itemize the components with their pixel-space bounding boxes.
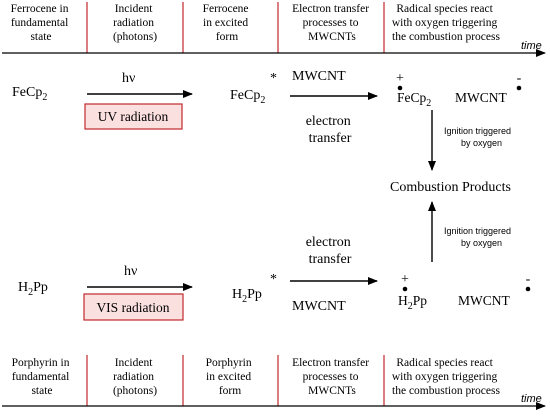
porphyrin-photon-label: hν xyxy=(124,264,137,279)
bottom-col-4-header: Electron transfer processes to MWCNTs xyxy=(292,357,372,397)
porphyrin-plus-sign: + xyxy=(401,272,409,287)
porphyrin-minus-sign: - xyxy=(526,272,531,287)
ferrocene-path: FeCp2 hν UV radiation FeCp2 * MWCNT elec… xyxy=(12,69,522,171)
top-col-1-header: Ferrocene in fundamental state xyxy=(11,3,72,43)
porphyrin-mwcnt-below: MWCNT xyxy=(292,299,346,314)
top-col-3-header: Ferrocene in excited form xyxy=(203,3,252,43)
ferrocene-photon-label: hν xyxy=(122,71,135,86)
porphyrin-ignition-note: Ignition triggered by oxygen xyxy=(444,226,514,248)
bottom-col-5-header: Radical species react with oxygen trigge… xyxy=(392,357,501,397)
ferrocene-mwcnt-above: MWCNT xyxy=(292,69,346,84)
uv-radiation-box xyxy=(84,103,183,130)
ferrocene-reactant: FeCp2 xyxy=(12,85,47,103)
top-col-4-header: Electron transfer processes to MWCNTs xyxy=(292,3,372,43)
top-time-label: time xyxy=(521,40,542,52)
bottom-col-1-header: Porphyrin in fundamental state xyxy=(12,357,73,397)
porphyrin-cation: H2Pp xyxy=(398,293,427,312)
porphyrin-anion: MWCNT xyxy=(458,293,510,308)
vis-radiation-label: VIS radiation xyxy=(96,300,169,315)
porphyrin-radical-dot-cation xyxy=(402,286,408,292)
bottom-time-label: time xyxy=(521,393,542,405)
uv-radiation-label: UV radiation xyxy=(98,109,169,124)
ferrocene-radical-dot-anion xyxy=(516,85,522,91)
vis-radiation-box xyxy=(83,293,184,321)
ferrocene-ignition-note: Ignition triggered by oxygen xyxy=(444,126,514,148)
bottom-timeline: Porphyrin in fundamental state Incident … xyxy=(2,355,546,410)
porphyrin-reactant: H2Pp xyxy=(18,280,48,298)
ferrocene-cation: FeCp2 xyxy=(397,90,431,109)
combustion-products: Combustion Products xyxy=(390,180,511,195)
porphyrin-path: Ignition triggered by oxygen H2Pp hν VIS… xyxy=(18,201,531,321)
top-col-5-header: Radical species react with oxygen trigge… xyxy=(392,3,501,43)
porphyrin-electron-transfer-label: electron transfer xyxy=(306,235,355,267)
porphyrin-excited-mark: * xyxy=(270,272,277,287)
bottom-col-3-header: Porphyrin in excited form xyxy=(206,357,255,397)
ferrocene-anion: MWCNT xyxy=(455,90,507,105)
top-timeline: Ferrocene in fundamental state Incident … xyxy=(2,2,546,57)
ferrocene-excited: FeCp2 xyxy=(230,88,265,106)
porphyrin-excited: H2Pp xyxy=(232,287,262,305)
ferrocene-radical-dot-cation xyxy=(397,85,403,91)
bottom-col-2-header: Incident radiation (photons) xyxy=(113,357,157,397)
ferrocene-plus-sign: + xyxy=(396,71,404,86)
porphyrin-radical-dot-anion xyxy=(525,286,531,292)
ferrocene-electron-transfer-label: electron transfer xyxy=(306,114,355,146)
ferrocene-minus-sign: - xyxy=(517,71,522,86)
top-col-2-header: Incident radiation (photons) xyxy=(113,3,157,43)
ferrocene-excited-mark: * xyxy=(270,71,277,86)
